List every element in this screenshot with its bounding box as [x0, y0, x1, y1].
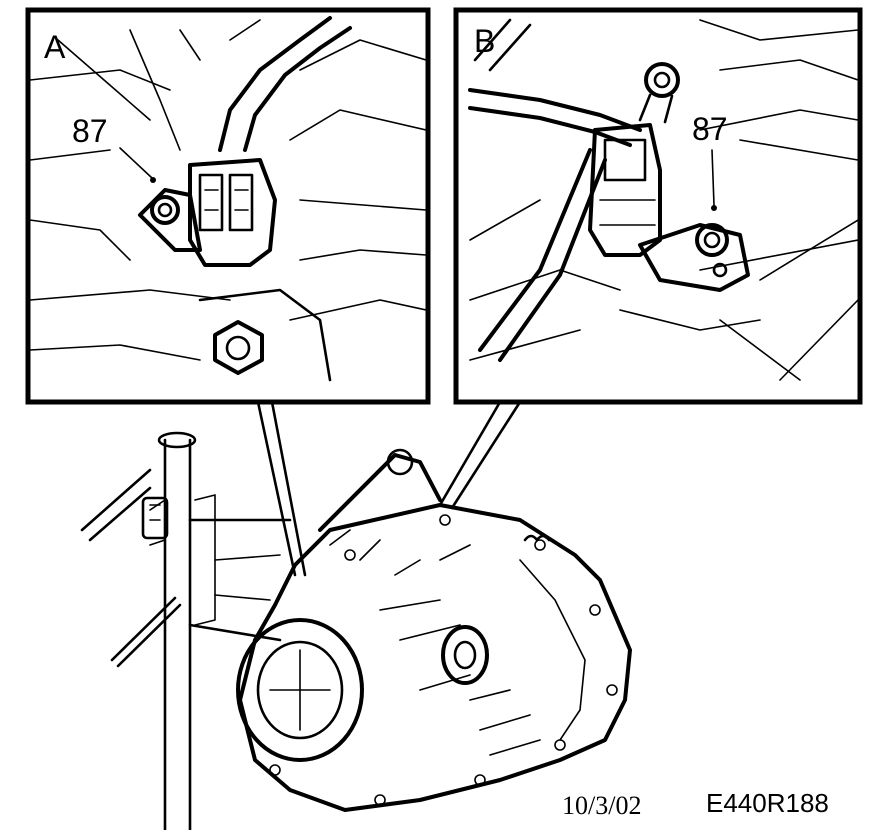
inset-b-callout: 87 [692, 111, 728, 147]
inset-leader-lines [256, 400, 522, 577]
gearbox-assembly [80, 431, 632, 830]
inset-a-callout: 87 [72, 113, 108, 149]
inset-a-letter: A [44, 29, 66, 65]
footer-code: E440R188 [706, 788, 829, 818]
inset-b-letter: B [474, 23, 495, 59]
inset-a: A 87 [25, 7, 431, 405]
footer-date: 10/3/02 [562, 791, 641, 820]
inset-b: B 87 [453, 7, 863, 405]
